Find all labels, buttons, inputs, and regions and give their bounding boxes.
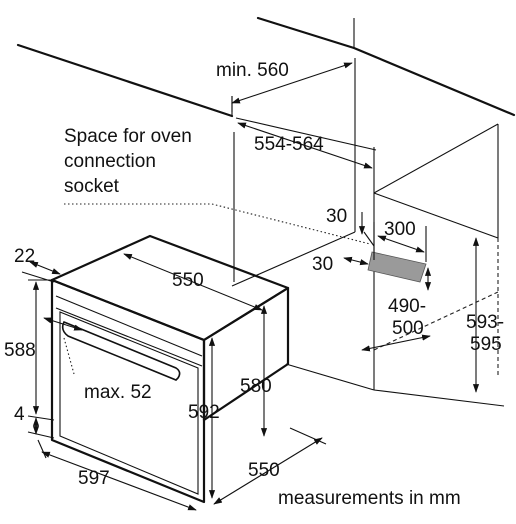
- dim-min-560-line: [231, 62, 353, 104]
- label-580: 580: [240, 376, 272, 397]
- label-socket-line2: connection: [64, 151, 156, 172]
- dim-554-564-line: [237, 122, 373, 169]
- dim-4-ext: [27, 431, 55, 439]
- dim-max-52-line: [43, 317, 83, 331]
- label-30-horizontal: 30: [312, 254, 333, 275]
- label-593-595-line1: 593-: [466, 312, 504, 333]
- niche-top-back-edge: [256, 16, 516, 117]
- label-588: 588: [4, 340, 36, 361]
- label-22: 22: [14, 246, 35, 267]
- label-socket-line3: socket: [64, 176, 120, 197]
- dim-550-top-line: [123, 253, 263, 311]
- oven-body: [50, 234, 290, 504]
- niche-shelf-top: [373, 123, 499, 194]
- dim-550-side-ext: [289, 427, 327, 445]
- label-min-560: min. 560: [216, 60, 289, 81]
- dim-max-52-leader: [63, 337, 75, 375]
- label-max-52: max. 52: [84, 382, 152, 403]
- label-597: 597: [78, 468, 110, 489]
- socket-guide-diagonal: [211, 203, 371, 245]
- socket-area: [367, 251, 427, 283]
- label-30-vertical: 30: [326, 206, 347, 227]
- label-550-side: 550: [248, 460, 280, 481]
- socket-leader: [363, 231, 375, 247]
- dim-597-ext-left: [37, 439, 47, 459]
- dim-490-500-line: [361, 334, 431, 352]
- niche-shelf-front: [373, 192, 499, 239]
- dim-597-line: [41, 451, 197, 511]
- dim-30-horizontal-line: [343, 256, 369, 266]
- label-490-500-line2: 500: [392, 318, 424, 339]
- oven-front-face: [50, 278, 206, 504]
- label-490-500-line1: 490-: [388, 296, 426, 317]
- oven-door-outline: [59, 311, 199, 495]
- dim-300-line: [377, 235, 425, 253]
- niche-top-left-edge: [16, 43, 234, 118]
- oven-top-face: [50, 234, 290, 342]
- label-593-595-line2: 595: [470, 334, 502, 355]
- label-units-note: measurements in mm: [278, 488, 461, 509]
- oven-fascia-line: [55, 295, 203, 357]
- label-4: 4: [14, 404, 25, 425]
- niche-floor-left: [231, 231, 356, 287]
- label-554-564: 554-564: [254, 134, 324, 155]
- dim-588-ext-bottom: [27, 415, 55, 421]
- niche-bottom-front: [373, 389, 505, 407]
- oven-door-handle[interactable]: [61, 320, 181, 381]
- label-300: 300: [384, 219, 416, 240]
- label-550-top: 550: [172, 270, 204, 291]
- dim-550-side-line: [213, 437, 323, 505]
- label-592: 592: [188, 402, 220, 423]
- label-socket-line1: Space for oven: [64, 126, 192, 147]
- dim-22-line: [29, 261, 61, 275]
- oven-side-face: [202, 286, 290, 422]
- niche-floor: [285, 363, 375, 391]
